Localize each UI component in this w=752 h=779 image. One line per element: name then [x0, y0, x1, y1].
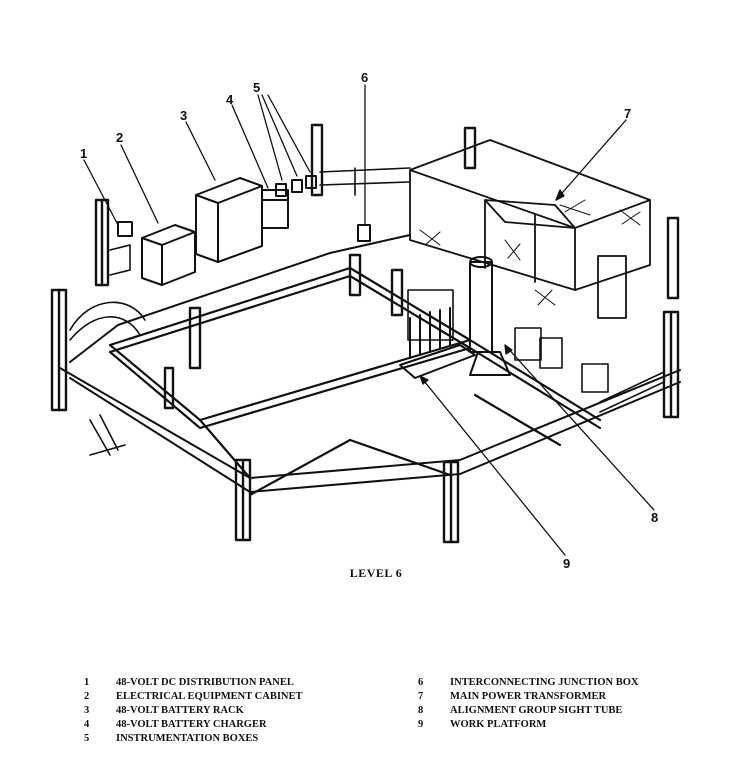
callout-4: 4 — [226, 92, 234, 107]
main-power-transformer — [409, 139, 651, 319]
legend-number: 7 — [418, 691, 424, 702]
legend-number: 5 — [84, 733, 90, 744]
legend-number: 2 — [84, 691, 90, 702]
legend-item: 9 WORK PLATFORM — [418, 718, 638, 732]
callout-3: 3 — [180, 108, 187, 123]
legend-label: WORK PLATFORM — [450, 719, 547, 730]
legend-label: INTERCONNECTING JUNCTION BOX — [450, 677, 639, 688]
electrical-equipment-cabinet — [141, 224, 196, 286]
legend-item: 3 48-VOLT BATTERY RACK — [84, 704, 303, 718]
alignment-group-sight-tube — [469, 256, 511, 376]
callout-2: 2 — [116, 130, 123, 145]
callout-7: 7 — [624, 106, 631, 121]
figure-caption: LEVEL 6 — [349, 566, 403, 580]
legend-label: ALIGNMENT GROUP SIGHT TUBE — [450, 705, 623, 716]
legend-item: 5 INSTRUMENTATION BOXES — [84, 732, 303, 746]
legend-number: 8 — [418, 705, 424, 716]
callout-1: 1 — [80, 146, 87, 161]
leader-lines — [83, 84, 655, 556]
legend-item: 4 48-VOLT BATTERY CHARGER — [84, 718, 303, 732]
legend-label: INSTRUMENTATION BOXES — [116, 733, 259, 744]
legend-item: 7 MAIN POWER TRANSFORMER — [418, 690, 638, 704]
hatch-marks — [419, 199, 641, 306]
legend-item: 2 ELECTRICAL EQUIPMENT CABINET — [84, 690, 303, 704]
i-beam-posts — [50, 123, 680, 544]
legend-label: ELECTRICAL EQUIPMENT CABINET — [116, 691, 303, 702]
battery-rack — [195, 177, 263, 263]
legend-item: 8 ALIGNMENT GROUP SIGHT TUBE — [418, 704, 638, 718]
callout-8: 8 — [651, 510, 658, 525]
legend-number: 9 — [418, 719, 424, 730]
legend-label: 48-VOLT BATTERY CHARGER — [116, 719, 267, 730]
legend-label: 48-VOLT DC DISTRIBUTION PANEL — [116, 677, 294, 688]
legend-number: 4 — [84, 719, 90, 730]
legend-left: 1 48-VOLT DC DISTRIBUTION PANEL 2 ELECTRIC… — [84, 676, 303, 746]
interconnecting-junction-box — [357, 224, 371, 242]
legend-item: 1 48-VOLT DC DISTRIBUTION PANEL — [84, 676, 303, 690]
legend-number: 1 — [84, 677, 90, 688]
callout-6: 6 — [361, 70, 368, 85]
dc-distribution-panel — [117, 221, 133, 237]
legend-number: 3 — [84, 705, 90, 716]
legend-label: 48-VOLT BATTERY RACK — [116, 705, 244, 716]
spiral-stair — [69, 301, 146, 456]
floor-outline — [59, 234, 681, 493]
legend-right: 6 INTERCONNECTING JUNCTION BOX 7 MAIN POWE… — [418, 676, 638, 732]
legend-number: 6 — [418, 677, 424, 688]
callout-9: 9 — [563, 556, 570, 571]
work-platform — [399, 307, 476, 379]
instrumentation-boxes — [275, 175, 317, 197]
legend-item: 6 INTERCONNECTING JUNCTION BOX — [418, 676, 638, 690]
legend-label: MAIN POWER TRANSFORMER — [450, 691, 607, 702]
callout-5: 5 — [253, 80, 260, 95]
callout-numbers: 1 2 3 4 5 6 7 8 9 — [80, 70, 658, 571]
